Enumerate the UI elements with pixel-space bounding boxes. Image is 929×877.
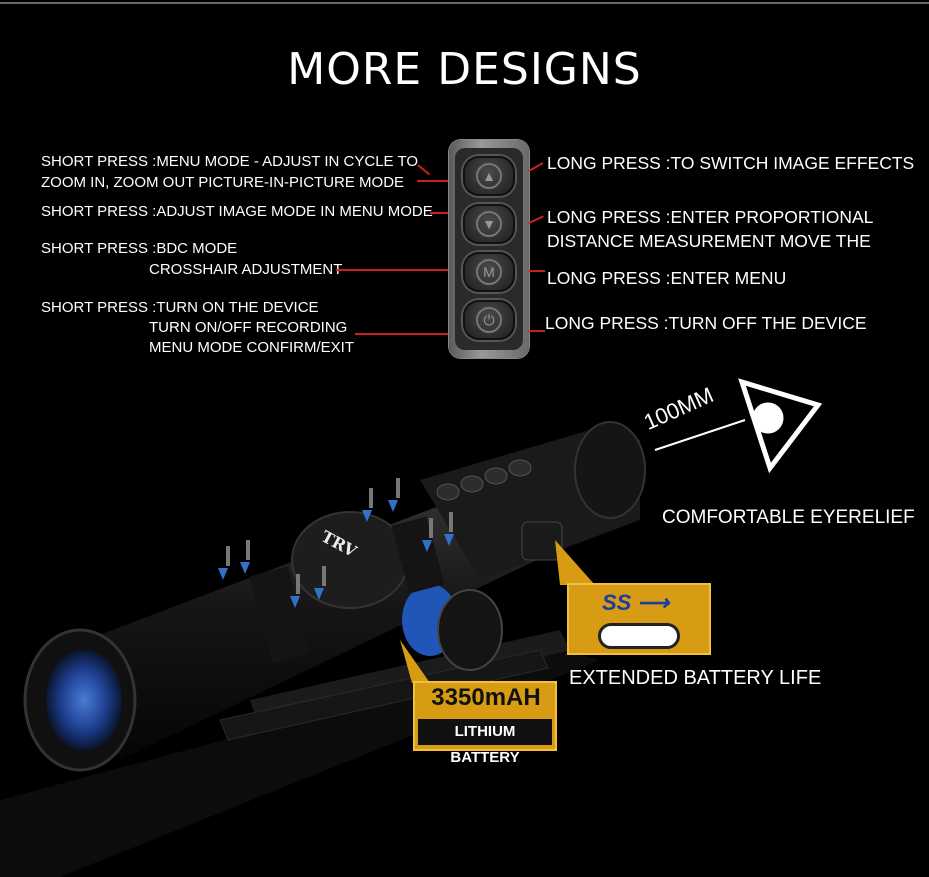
power-button[interactable]: ⏻	[463, 300, 515, 340]
label-long-press-effects: LONG PRESS :TO SWITCH IMAGE EFFECTS	[547, 153, 915, 173]
menu-icon: M	[476, 259, 502, 285]
connector-line	[529, 270, 545, 272]
label-long-press-proportional: LONG PRESS :ENTER PROPORTIONAL	[547, 207, 874, 227]
button-keypad: ▲ ▼ M ⏻	[449, 140, 529, 358]
usb-caption: EXTENDED BATTERY LIFE	[569, 667, 822, 689]
connector-line	[529, 330, 545, 332]
label-recording: TURN ON/OFF RECORDING	[149, 319, 348, 336]
up-arrow-icon: ▲	[476, 163, 502, 189]
riflescope-illustration: TRV	[0, 378, 823, 877]
page-title: MORE DESIGNS	[287, 44, 642, 95]
label-short-press-power: SHORT PRESS :TURN ON THE DEVICE	[41, 299, 319, 316]
eye-icon	[738, 378, 823, 474]
objective-lens	[46, 650, 122, 750]
usb-c-port-icon	[598, 623, 680, 649]
battery-capacity: 3350mAH	[431, 684, 541, 711]
down-arrow-icon: ▼	[476, 211, 502, 237]
label-long-press-off: LONG PRESS :TURN OFF THE DEVICE	[545, 313, 867, 333]
label-short-press-bdc: SHORT PRESS :BDC MODE	[41, 240, 238, 257]
label-short-press-menu: SHORT PRESS :MENU MODE - ADJUST IN CYCLE…	[41, 153, 419, 170]
connector-line	[528, 215, 544, 224]
battery-type: LITHIUM BATTERY	[418, 719, 552, 766]
label-menu-confirm: MENU MODE CONFIRM/EXIT	[149, 339, 354, 356]
connector-line	[336, 269, 449, 271]
menu-button[interactable]: M	[463, 252, 515, 292]
connector-line	[355, 333, 449, 335]
eye-relief-caption: COMFORTABLE EYERELIEF	[662, 507, 915, 528]
label-short-press-image: SHORT PRESS :ADJUST IMAGE MODE IN MENU M…	[41, 203, 433, 220]
usb-symbol-icon: SS ⟶	[602, 590, 670, 615]
connector-line	[430, 212, 449, 214]
eyepiece	[574, 421, 646, 519]
connector-line	[528, 162, 544, 172]
power-icon: ⏻	[476, 307, 502, 333]
label-long-press-menu: LONG PRESS :ENTER MENU	[547, 268, 787, 288]
connector-line	[417, 164, 431, 176]
label-short-press-menu-2: ZOOM IN, ZOOM OUT PICTURE-IN-PICTURE MOD…	[41, 174, 405, 191]
down-button[interactable]: ▼	[463, 204, 515, 244]
up-button[interactable]: ▲	[463, 156, 515, 196]
connector-line	[417, 180, 449, 182]
label-long-press-distance: DISTANCE MEASUREMENT MOVE THE	[547, 231, 871, 251]
top-divider	[0, 2, 929, 4]
label-crosshair: CROSSHAIR ADJUSTMENT	[149, 261, 343, 278]
